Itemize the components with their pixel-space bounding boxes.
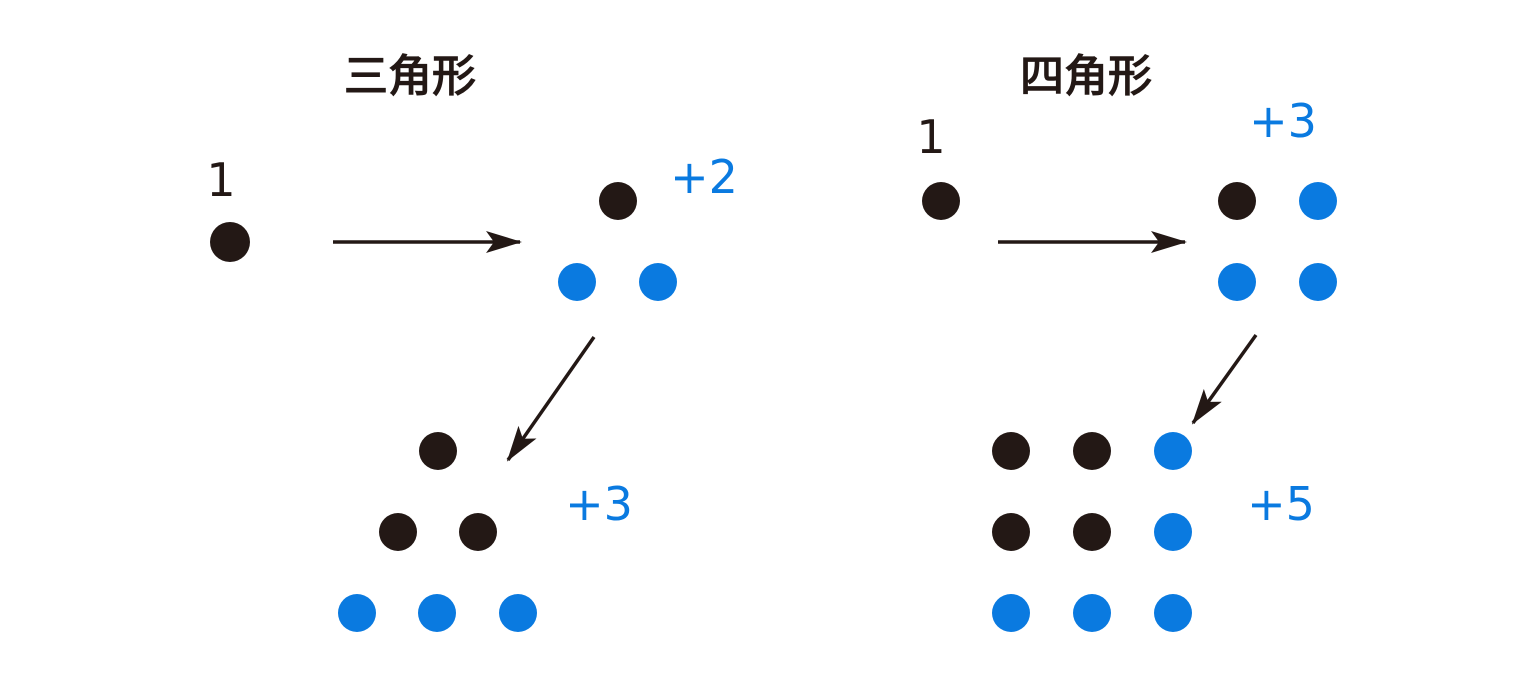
square-stage3-blue-dot xyxy=(1154,432,1192,470)
square-start-label: 1 xyxy=(916,110,945,164)
triangle-stage3-blue-dot xyxy=(499,594,537,632)
triangle-stage3-black-dot xyxy=(379,513,417,551)
square-arrow-down xyxy=(1191,333,1258,425)
triangle-stage3-black-dot xyxy=(419,432,457,470)
triangle-stage1-dot xyxy=(210,222,250,262)
triangle-stage2-blue-dot xyxy=(639,263,677,301)
triangle-title: 三角形 xyxy=(344,51,476,102)
square-stage3-black-dot xyxy=(1073,513,1111,551)
square-step3-label: +5 xyxy=(1247,477,1315,531)
triangle-step2-label: +2 xyxy=(670,150,738,204)
triangle-stage3-blue-dot xyxy=(338,594,376,632)
square-stage3-blue-dot xyxy=(1073,594,1111,632)
square-title: 四角形 xyxy=(1020,51,1152,102)
square-stage3-black-dot xyxy=(1073,432,1111,470)
triangle-stage3-black-dot xyxy=(459,513,497,551)
square-stage3-black-dot xyxy=(992,513,1030,551)
square-step2-label: +3 xyxy=(1249,94,1317,148)
square-stage3-black-dot xyxy=(992,432,1030,470)
triangle-start-label: 1 xyxy=(206,153,235,207)
triangle-step3-label: +3 xyxy=(565,477,633,531)
square-stage1-dot xyxy=(922,182,960,220)
square-section: 四角形 1 +3 +5 xyxy=(916,51,1337,632)
square-stage2-blue-dot xyxy=(1299,182,1337,220)
square-stage2-black-dot xyxy=(1218,182,1256,220)
triangle-section: 三角形 1 +2 +3 xyxy=(206,51,738,632)
triangle-stage2-blue-dot xyxy=(558,263,596,301)
triangle-arrow-down xyxy=(506,335,596,462)
triangle-stage2-black-dot xyxy=(599,182,637,220)
square-stage3-blue-dot xyxy=(1154,513,1192,551)
square-stage2-blue-dot xyxy=(1299,263,1337,301)
square-stage2-blue-dot xyxy=(1218,263,1256,301)
square-stage3-blue-dot xyxy=(1154,594,1192,632)
square-stage3-blue-dot xyxy=(992,594,1030,632)
triangle-stage3-blue-dot xyxy=(418,594,456,632)
